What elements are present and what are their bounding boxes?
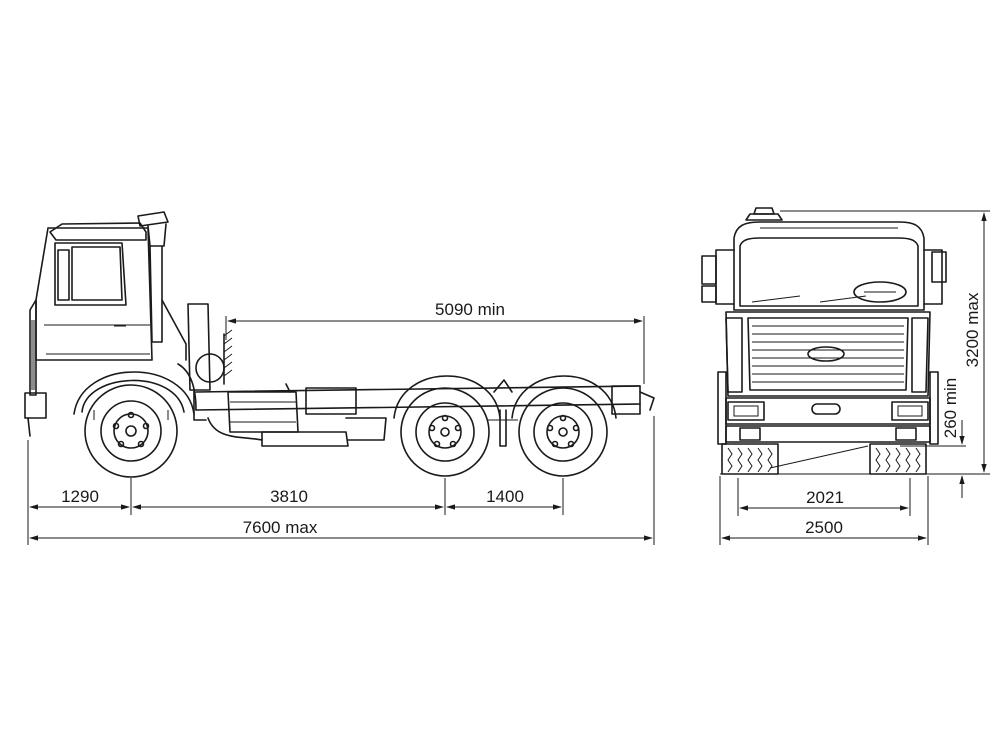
truck-front-view — [701, 207, 947, 475]
dim-overall-height: 3200 max — [963, 292, 982, 367]
front-bumper — [717, 371, 939, 469]
side-dimensions: 5090 min 1290 3810 1400 7600 max — [27, 300, 655, 545]
front-tire-left — [721, 443, 779, 475]
dim-overall-length: 7600 max — [243, 518, 318, 537]
tandem-suspension — [488, 379, 518, 447]
dim-wheelbase: 3810 — [270, 487, 308, 506]
chassis-frame — [195, 385, 655, 415]
front-wheel — [73, 371, 195, 478]
cab — [24, 222, 153, 437]
dim-overall-width: 2500 — [805, 518, 843, 537]
cab-front — [701, 221, 947, 311]
dim-tandem-spacing: 1400 — [486, 487, 524, 506]
air-intake-pipe — [137, 211, 187, 361]
dim-track-width: 2021 — [806, 488, 844, 507]
front-dimensions: 2021 2500 3200 max 260 min — [719, 210, 990, 545]
battery-box — [207, 387, 387, 447]
rear-wheel-1 — [393, 375, 501, 477]
roof-vent — [745, 207, 783, 221]
front-tire-right — [869, 443, 927, 475]
engine-block — [177, 303, 233, 421]
dim-frame-length: 5090 min — [435, 300, 505, 319]
dim-ground-clearance: 260 min — [941, 378, 960, 438]
truck-side-view — [24, 211, 655, 478]
rear-wheel-2 — [511, 375, 617, 477]
grille — [725, 311, 931, 397]
dim-front-overhang: 1290 — [61, 487, 99, 506]
